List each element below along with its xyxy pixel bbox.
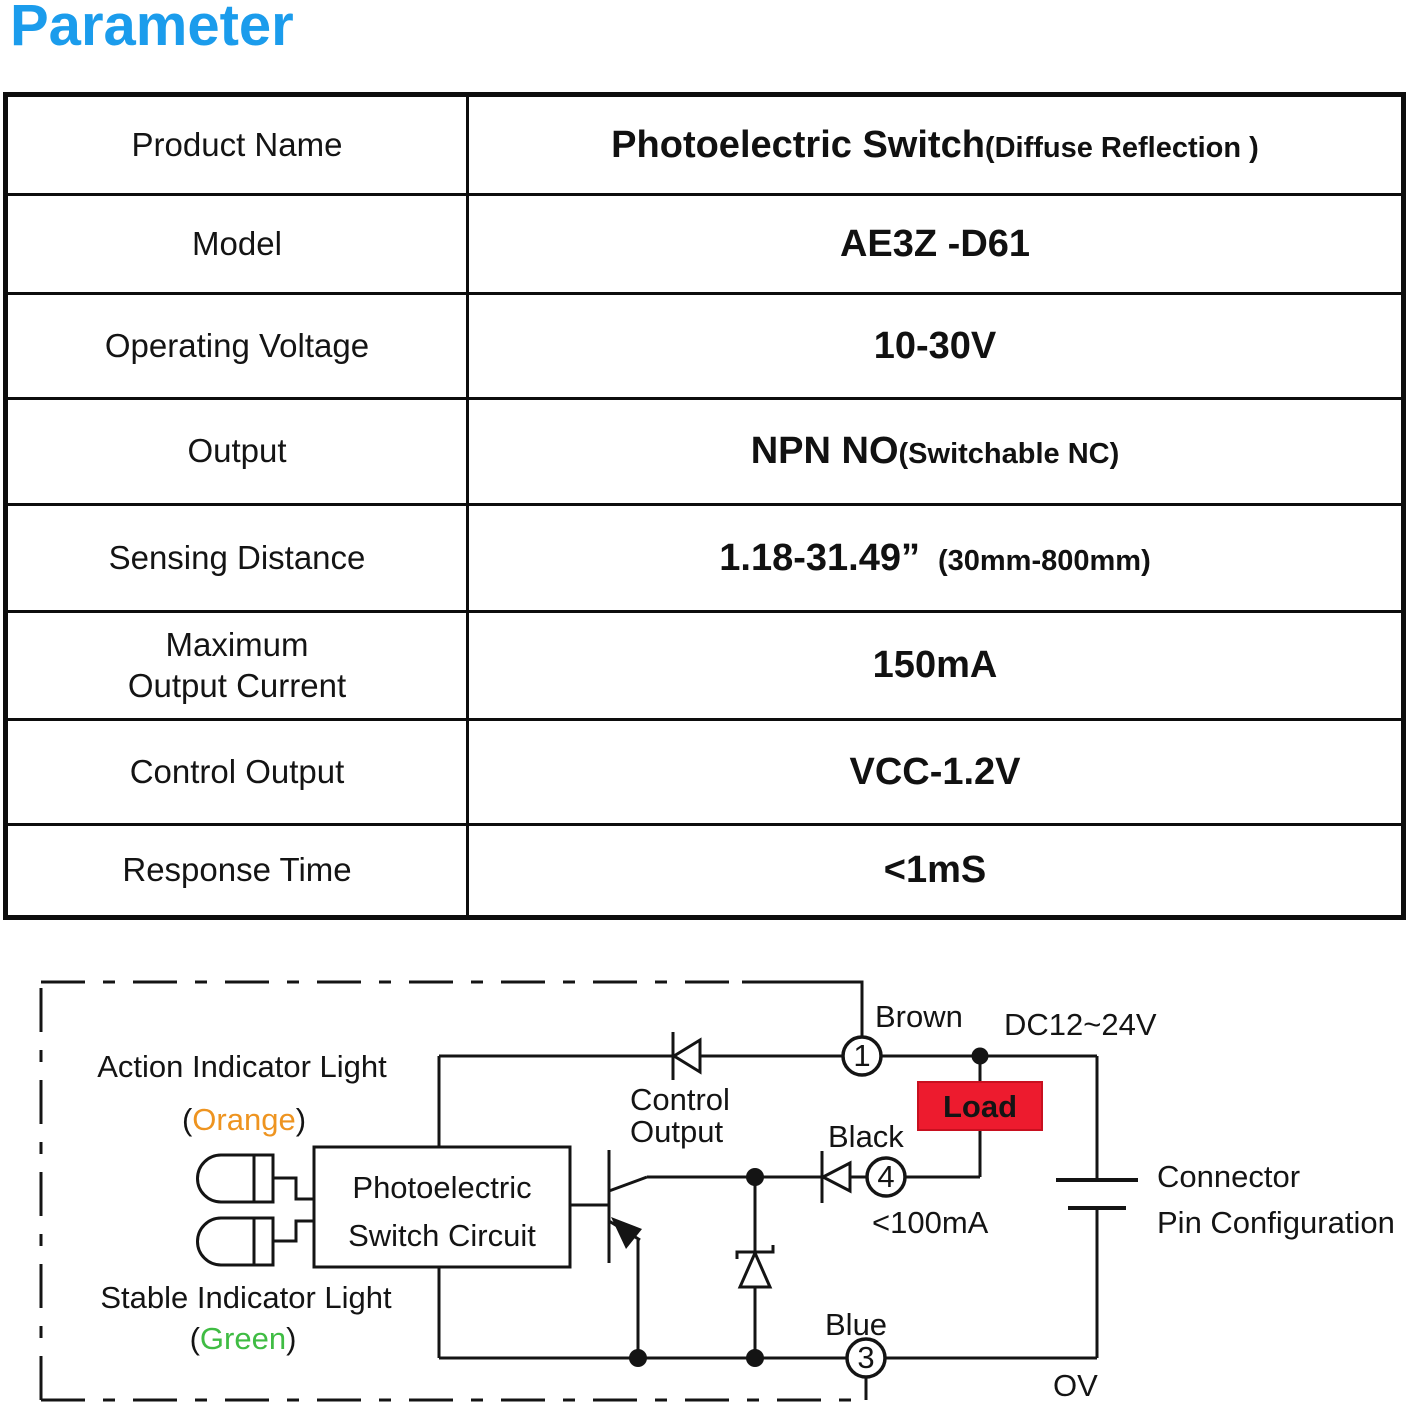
transistor-icon: [570, 1150, 648, 1263]
led-stable-lead: [273, 1219, 314, 1243]
photoelectric-switch-circuit-box: [312, 1145, 572, 1269]
capacitor-icon: [1056, 1178, 1138, 1210]
stable-indicator-label: Stable Indicator Light: [100, 1280, 392, 1315]
spec-label-output: Output: [8, 397, 466, 503]
ground-label: OV: [1053, 1368, 1098, 1403]
led-stable-icon: [196, 1216, 275, 1267]
spec-value-operating-voltage: 10-30V: [466, 292, 1401, 397]
connector-label-line2: Pin Configuration: [1157, 1205, 1395, 1240]
spec-label-operating-voltage: Operating Voltage: [8, 292, 466, 397]
photoelectric-box-label-line2: Switch Circuit: [348, 1218, 536, 1253]
spec-label-product-name: Product Name: [131, 125, 343, 163]
junction-dot-zener-ground: [746, 1349, 764, 1367]
led-action-icon: [196, 1153, 275, 1204]
wire-black-label: Black: [828, 1119, 904, 1154]
action-indicator-color: (Orange): [182, 1102, 306, 1137]
spec-value-maximum-output-current: 150mA: [466, 610, 1401, 718]
connector-label-line1: Connector: [1157, 1159, 1300, 1194]
control-output-label-line1: Control: [630, 1082, 730, 1117]
spec-label-response-time: Response Time: [8, 823, 466, 915]
spec-value-model: AE3Z -D61: [466, 193, 1401, 292]
pin-1-number: 1: [853, 1038, 870, 1073]
current-limit-label: <100mA: [872, 1205, 989, 1240]
supply-voltage-label: DC12~24V: [1004, 1007, 1157, 1042]
pin-4-number: 4: [877, 1159, 894, 1194]
spec-label-maximum-output-current: Maximum Output Current: [8, 610, 466, 718]
page-title: Parameter: [10, 0, 294, 58]
control-output-label-line2: Output: [630, 1114, 723, 1149]
spec-label-control-output: Control Output: [8, 718, 466, 823]
action-indicator-label: Action Indicator Light: [97, 1049, 387, 1084]
wire-blue-label: Blue: [825, 1307, 887, 1342]
photoelectric-box-label-line1: Photoelectric: [352, 1170, 531, 1205]
pin-1-circle: [841, 1035, 883, 1077]
spec-value-control-output: VCC-1.2V: [466, 718, 1401, 823]
spec-value-product-name: Photoelectric Switch(Diffuse Reflection …: [466, 97, 1401, 193]
spec-value-output: NPN NO(Switchable NC): [466, 397, 1401, 503]
spec-table: Product Name Photoelectric Switch(Diffus…: [3, 92, 1406, 920]
zener-diode-triangle: [737, 1249, 773, 1289]
transistor-emitter-arrow: [611, 1217, 642, 1249]
pin-4-circle: [865, 1156, 907, 1198]
spec-value-response-time: <1mS: [466, 823, 1401, 915]
wire-brown-label: Brown: [875, 999, 963, 1034]
pin-3-number: 3: [857, 1340, 874, 1375]
wire-pin1-riser: [742, 980, 864, 1037]
load-box: [917, 1081, 1043, 1131]
spec-label-model: Model: [8, 193, 466, 292]
junction-dot-load-top: [971, 1047, 989, 1065]
spec-value-sensing-distance: 1.18-31.49”(30mm-800mm): [466, 503, 1401, 610]
output-diode-triangle: [819, 1160, 852, 1194]
load-label: Load: [943, 1089, 1017, 1124]
stable-indicator-color: (Green): [190, 1321, 297, 1356]
junction-dot-emitter-ground: [629, 1349, 647, 1367]
junction-dot-zener-top: [746, 1168, 764, 1186]
pin-3-circle: [845, 1337, 887, 1379]
control-output-diode-triangle: [671, 1037, 702, 1075]
spec-label-sensing-distance: Sensing Distance: [8, 503, 466, 610]
led-action-lead: [273, 1176, 314, 1201]
circuit-diagram: Photoelectric Switch Circuit Load 1 4 3 …: [39, 980, 1395, 1403]
